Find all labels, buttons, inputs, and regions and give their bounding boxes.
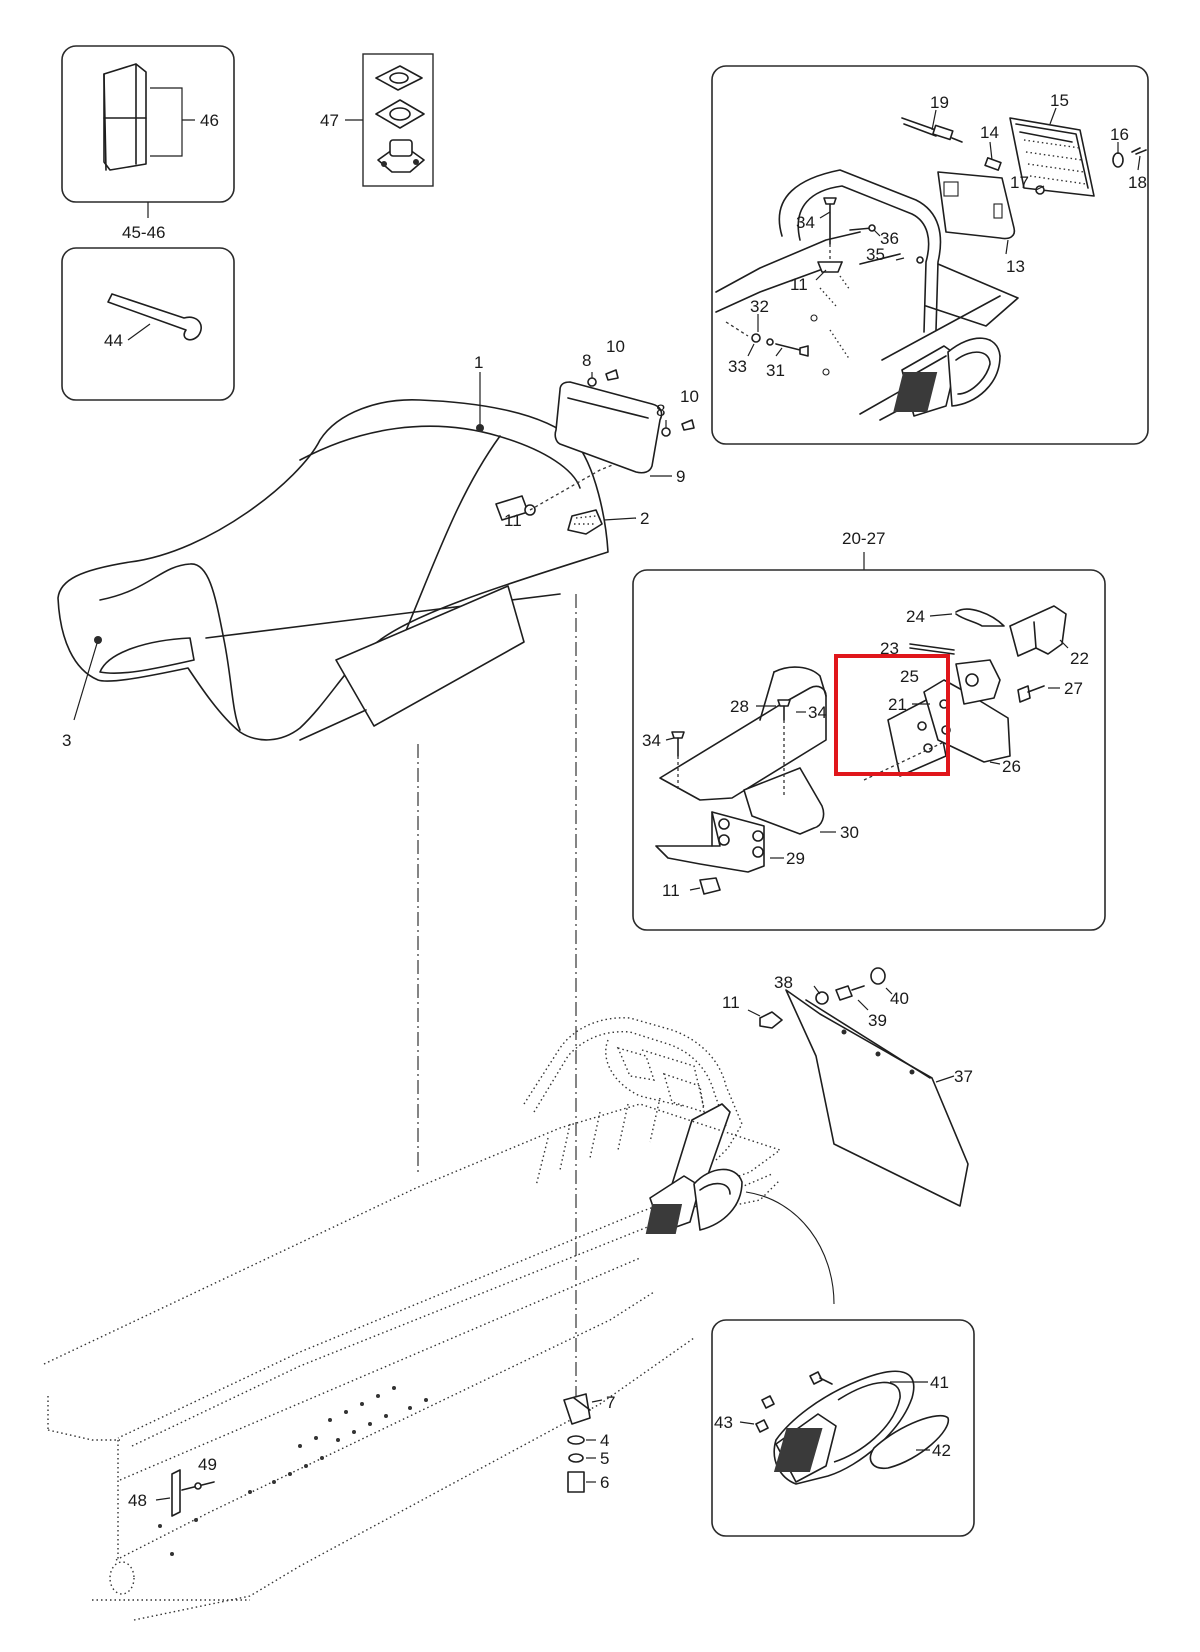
inset-side-cover-45-46: 46 45-46 [61,45,235,242]
callout-10b: 10 [680,387,699,406]
callout-15: 15 [1050,91,1069,110]
callout-11-bracket: 11 [662,881,680,900]
callout-44: 44 [104,331,123,350]
callout-34-rack: 34 [796,213,815,232]
callout-18: 18 [1128,173,1147,192]
callout-47: 47 [320,111,339,130]
callout-30: 30 [840,823,859,842]
callout-25: 25 [900,667,919,686]
callout-43: 43 [714,1413,733,1432]
callout-34b: 34 [808,703,827,722]
callout-11-rack: 11 [790,275,808,294]
callout-45-46: 45-46 [122,223,165,242]
callout-24: 24 [906,607,925,626]
reflector-grille [773,1428,823,1472]
callout-34a: 34 [642,731,661,750]
callout-17: 17 [1010,173,1029,192]
callout-14: 14 [980,123,999,142]
callout-35: 35 [866,245,885,264]
callout-22: 22 [1070,649,1089,668]
inset-mount-47: 47 [320,53,434,187]
callout-29: 29 [786,849,805,868]
callout-10a: 10 [606,337,625,356]
callout-1: 1 [474,353,483,372]
callout-11-flap: 11 [722,993,740,1012]
callout-3: 3 [62,731,71,750]
callout-7: 7 [606,1393,615,1412]
callout-36: 36 [880,229,899,248]
callout-42: 42 [932,1441,951,1460]
inset-tail-light: 19 15 14 16 18 17 13 34 36 35 11 32 33 3… [711,65,1149,445]
snow-flap-assembly: 38 11 39 40 37 [722,967,973,1207]
callout-46: 46 [200,111,219,130]
callout-48: 48 [128,1491,147,1510]
callout-6: 6 [600,1473,609,1492]
callout-5: 5 [600,1449,609,1468]
callout-27: 27 [1064,679,1083,698]
callout-20-27: 20-27 [842,529,885,548]
callout-41: 41 [930,1373,949,1392]
callout-49: 49 [198,1455,217,1474]
callout-21: 21 [888,695,907,714]
callout-9: 9 [676,467,685,486]
inset-reflector-41-43: 41 42 43 [711,1319,975,1537]
callout-8a: 8 [582,351,591,370]
callout-31: 31 [766,361,785,380]
callout-39: 39 [868,1011,887,1030]
highlight-box [834,654,950,776]
callout-33: 33 [728,357,747,376]
callout-38: 38 [774,973,793,992]
callout-40: 40 [890,989,909,1008]
callout-23: 23 [880,639,899,658]
tail-light-grille [893,372,938,412]
tunnel-assembly: 7 4 5 6 49 48 [43,1017,835,1621]
callout-37: 37 [954,1067,973,1086]
tunnel-holes [158,1386,428,1556]
callout-28: 28 [730,697,749,716]
callout-11-seat: 11 [504,511,522,530]
callout-13: 13 [1006,257,1025,276]
callout-2: 2 [640,509,649,528]
callout-26: 26 [1002,757,1021,776]
inset-bracket-20-27: 20-27 [632,529,1106,931]
inset-wrench-44: 44 [61,247,235,401]
callout-16: 16 [1110,125,1129,144]
callout-4: 4 [600,1431,609,1450]
callout-19: 19 [930,93,949,112]
callout-32: 32 [750,297,769,316]
seat-assembly: 1 2 3 9 8 10 8 10 11 [57,337,699,1422]
callout-8b: 8 [656,401,665,420]
